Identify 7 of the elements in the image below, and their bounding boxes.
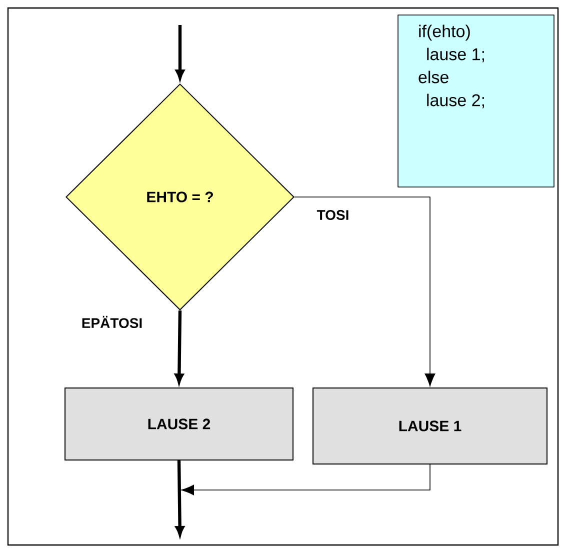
code-box: if(ehto) lause 1; else lause 2;: [398, 14, 554, 188]
arrow: [181, 464, 430, 496]
edge-label: TOSI: [316, 209, 350, 221]
process-box: LAUSE 1: [312, 388, 548, 464]
edge-label: EPÄTOSI: [80, 314, 144, 330]
process-box: LAUSE 2: [64, 388, 294, 460]
arrow: [294, 196, 436, 386]
